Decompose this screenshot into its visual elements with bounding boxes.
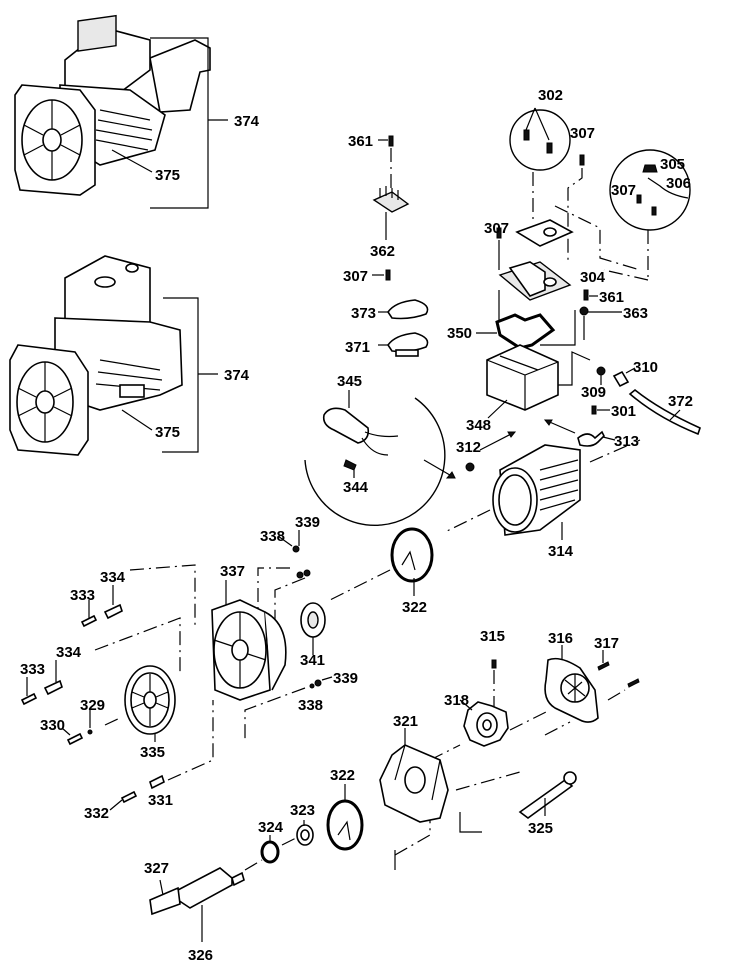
part-label-307: 307 [611, 182, 636, 199]
part-label-375: 375 [155, 167, 180, 184]
terminal-block-group [372, 135, 429, 357]
part-label-333: 333 [70, 587, 95, 604]
part-label-334: 334 [56, 644, 82, 661]
part-label-375: 375 [155, 424, 180, 441]
part-label-302: 302 [538, 87, 563, 104]
part-label-322: 322 [402, 599, 427, 616]
part-label-361: 361 [599, 289, 624, 306]
motor-assembly-bottom [9, 255, 218, 456]
part-label-306: 306 [666, 175, 691, 192]
part-label-373: 373 [351, 305, 376, 322]
part-label-350: 350 [447, 325, 472, 342]
part-label-363: 363 [623, 305, 648, 322]
part-label-324: 324 [258, 819, 284, 836]
flange-group [20, 530, 333, 811]
part-label-316: 316 [548, 630, 573, 647]
part-label-331: 331 [148, 792, 173, 809]
part-label-310: 310 [633, 359, 658, 376]
part-label-337: 337 [220, 563, 245, 580]
part-label-339: 339 [295, 514, 320, 531]
capacitor-detail [304, 390, 456, 527]
part-label-341: 341 [300, 652, 325, 669]
motor-housing [444, 439, 641, 540]
part-label-374: 374 [224, 367, 250, 384]
part-label-345: 345 [337, 373, 362, 390]
part-label-344: 344 [343, 479, 369, 496]
part-label-307: 307 [570, 125, 595, 142]
part-label-329: 329 [80, 697, 105, 714]
part-label-312: 312 [456, 439, 481, 456]
part-label-372: 372 [668, 393, 693, 410]
part-label-305: 305 [660, 156, 685, 173]
part-label-333: 333 [20, 661, 45, 678]
part-label-335: 335 [140, 744, 165, 761]
part-label-315: 315 [480, 628, 505, 645]
part-label-332: 332 [84, 805, 109, 822]
part-label-338: 338 [298, 697, 323, 714]
part-label-314: 314 [548, 543, 574, 560]
part-label-313: 313 [614, 433, 639, 450]
part-label-309: 309 [581, 384, 606, 401]
part-label-362: 362 [370, 243, 395, 260]
part-label-348: 348 [466, 417, 491, 434]
part-label-318: 318 [444, 692, 469, 709]
part-label-334: 334 [100, 569, 126, 586]
part-label-326: 326 [188, 947, 213, 964]
part-label-301: 301 [611, 403, 636, 420]
seal-upper [329, 527, 434, 601]
part-label-325: 325 [528, 820, 553, 837]
part-label-371: 371 [345, 339, 370, 356]
part-label-307: 307 [343, 268, 368, 285]
part-label-307: 307 [484, 220, 509, 237]
part-label-330: 330 [40, 717, 65, 734]
part-label-339: 339 [333, 670, 358, 687]
terminal-box-group [465, 107, 701, 472]
part-label-361: 361 [348, 133, 373, 150]
part-label-327: 327 [144, 860, 169, 877]
part-label-321: 321 [393, 713, 418, 730]
part-label-374: 374 [234, 113, 260, 130]
fan-cover-group [429, 645, 640, 761]
end-housing-group [149, 728, 577, 942]
part-label-317: 317 [594, 635, 619, 652]
part-label-322: 322 [330, 767, 355, 784]
motor-assembly-top [14, 14, 228, 209]
part-label-338: 338 [260, 528, 285, 545]
part-label-323: 323 [290, 802, 315, 819]
part-label-304: 304 [580, 269, 606, 286]
